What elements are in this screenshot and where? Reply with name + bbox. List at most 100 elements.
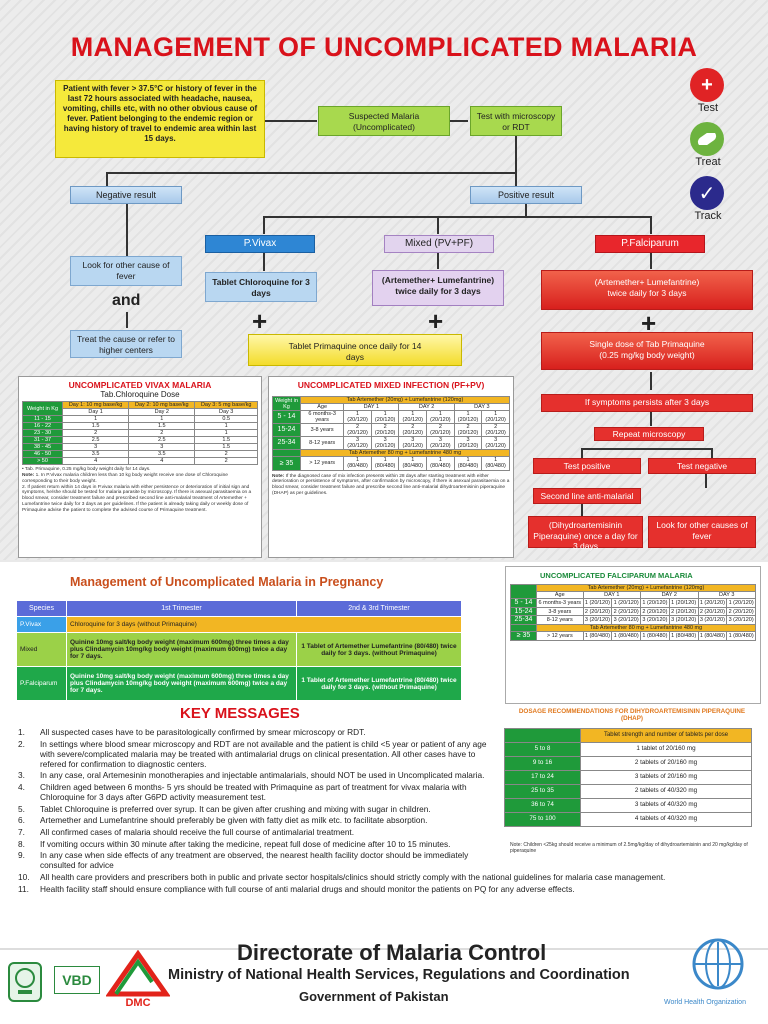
pf-primaquine-box: Single dose of Tab Primaquine (0.25 mg/k…	[541, 332, 753, 370]
dose-cell: 3 (20/120)	[426, 436, 455, 451]
look-other-cause-box: Look for other cause of fever	[70, 256, 182, 286]
dose-cell: 1.5	[194, 436, 258, 445]
weight-cell: 75 to 100	[504, 812, 581, 827]
dose-cell: 1 (20/120)	[453, 410, 483, 425]
list-number: 11.	[18, 883, 29, 894]
key-messages-title: KEY MESSAGES	[180, 705, 300, 722]
list-text: In settings where blood smear microscopy…	[40, 738, 487, 769]
day-header: DAY 3	[453, 403, 511, 412]
dose-cell: 3 (20/120)	[370, 436, 400, 451]
mixed-note: If the diagnosed case of mix infection p…	[272, 473, 510, 496]
arrow-down	[705, 474, 707, 488]
arrow-down	[126, 312, 128, 328]
list-item: 2. In settings where blood smear microsco…	[16, 739, 496, 769]
dose-cell: 3 (20/120)	[582, 615, 613, 626]
weight-cell: 31 - 37	[22, 436, 63, 445]
footer	[0, 948, 768, 1024]
vivax-note-2: 2. If patient return within 14 days in P…	[22, 484, 252, 513]
age-header: Age	[299, 403, 345, 412]
mixed-header: Mixed (PV+PF)	[384, 235, 494, 253]
arrow-down	[106, 172, 108, 186]
arrow-down	[525, 204, 527, 216]
dose-cell: 1	[194, 429, 258, 438]
list-text: All confirmed cases of malaria should re…	[40, 826, 355, 837]
dose-cell: 2 (20/120)	[697, 606, 728, 617]
weight-cell: > 50	[22, 457, 63, 466]
treat-icon-group: Treat	[686, 122, 730, 168]
arrow-down	[581, 448, 583, 458]
plus-sign: +	[428, 306, 444, 336]
dose-cell: 2	[194, 450, 258, 459]
list-text: Tablet Chloroquine is preferred over syr…	[40, 803, 431, 814]
test-positive-box: Test positive	[533, 458, 641, 474]
who-label: World Health Organization	[664, 999, 746, 1006]
dose-cell: 1	[128, 415, 196, 424]
note-label: Note:	[22, 473, 35, 479]
list-item: 8.If vomiting occurs within 30 minute af…	[16, 839, 496, 849]
dose-cell: 3 (20/120)	[453, 436, 483, 451]
age-cell: > 12 years	[299, 456, 345, 471]
age-cell: 3-8 years	[299, 423, 345, 438]
day-header: DAY 2	[398, 403, 455, 412]
list-text: In any case, oral Artemesinin monotherap…	[40, 770, 485, 781]
dmc-logo: DMC	[105, 949, 171, 1010]
falciparum-title: UNCOMPLICATED FALCIPARUM MALARIA	[540, 571, 693, 580]
dose-cell: 3	[128, 443, 196, 452]
dose-cell: 1 (20/120)	[398, 410, 428, 425]
list-number: 9.	[18, 850, 25, 861]
species-header: Species	[16, 600, 67, 617]
dose-cell: 2	[128, 429, 196, 438]
dose-cell: 2	[194, 457, 258, 466]
age-cell: 8-12 years	[299, 436, 345, 451]
weight-header: Weight in Kg	[22, 400, 63, 417]
dose-cell: 2 (20/120)	[726, 606, 756, 617]
connector-line	[106, 172, 516, 174]
vivax-table: Weight in Kg Day 1: 10 mg base/kg Day 2:…	[22, 400, 258, 466]
arrow-right	[450, 120, 468, 122]
arrow-down	[515, 172, 517, 186]
test-negative-box: Test negative	[648, 458, 756, 474]
vivax-subtitle: Tab.Chloroquine Dose	[100, 390, 180, 399]
weight-cell: 46 - 50	[22, 450, 63, 459]
age-header: Age	[536, 591, 584, 600]
dose-cell: 2 (20/120)	[640, 606, 670, 617]
patient-criteria-box: Patient with fever > 37.5°C or history o…	[55, 80, 265, 158]
dose-cell: 4 tablets of 40/320 mg	[580, 812, 752, 827]
artemether-mixed-box: (Artemether+ Lumefantrine) twice daily f…	[372, 270, 504, 306]
dose-cell: 1.5	[61, 422, 130, 431]
dose-cell: 3	[61, 443, 130, 452]
who-emblem-icon	[686, 932, 750, 996]
test-icon: +	[690, 68, 724, 102]
dose-cell: 2 (20/120)	[370, 423, 400, 438]
dose-cell: 1 (20/120)	[481, 410, 510, 425]
dose-cell: 2 (20/120)	[343, 423, 372, 438]
drug-header: Tab Artemether (20mg) + Lumefantrine (12…	[536, 583, 756, 593]
test-icon-group: + Test	[686, 68, 730, 114]
dose-cell: 0.5	[194, 415, 258, 424]
primaquine-note: • Tab. Primaquine, 0.25 mg/kg body weigh…	[22, 467, 151, 473]
species-cell: P.Vivax	[16, 616, 67, 633]
repeat-microscopy-box: Repeat microscopy	[594, 427, 704, 441]
weight-cell: 15-24	[510, 606, 537, 617]
dose-cell: 3 (20/120)	[726, 615, 756, 626]
dose-cell: 1 (20/120)	[611, 598, 642, 608]
dose-cell: 3 (20/120)	[697, 615, 728, 626]
list-number: 2.	[18, 738, 25, 749]
list-text: All health care providers and prescriber…	[40, 871, 666, 882]
dose-cell: 1 (80/480)	[453, 456, 483, 471]
dose-cell: 1 (20/120)	[370, 410, 400, 425]
dose-cell: 3 (20/120)	[398, 436, 428, 451]
and-label: and	[112, 292, 141, 309]
drug-header: Tab Artemether (20mg) + Lumefantrine (12…	[300, 395, 510, 405]
dose-cell: 1 (80/480)	[343, 456, 372, 471]
arrow-down	[650, 216, 652, 234]
day-header: DAY 1	[582, 591, 642, 600]
dose-cell: 1 (20/120)	[726, 598, 756, 608]
